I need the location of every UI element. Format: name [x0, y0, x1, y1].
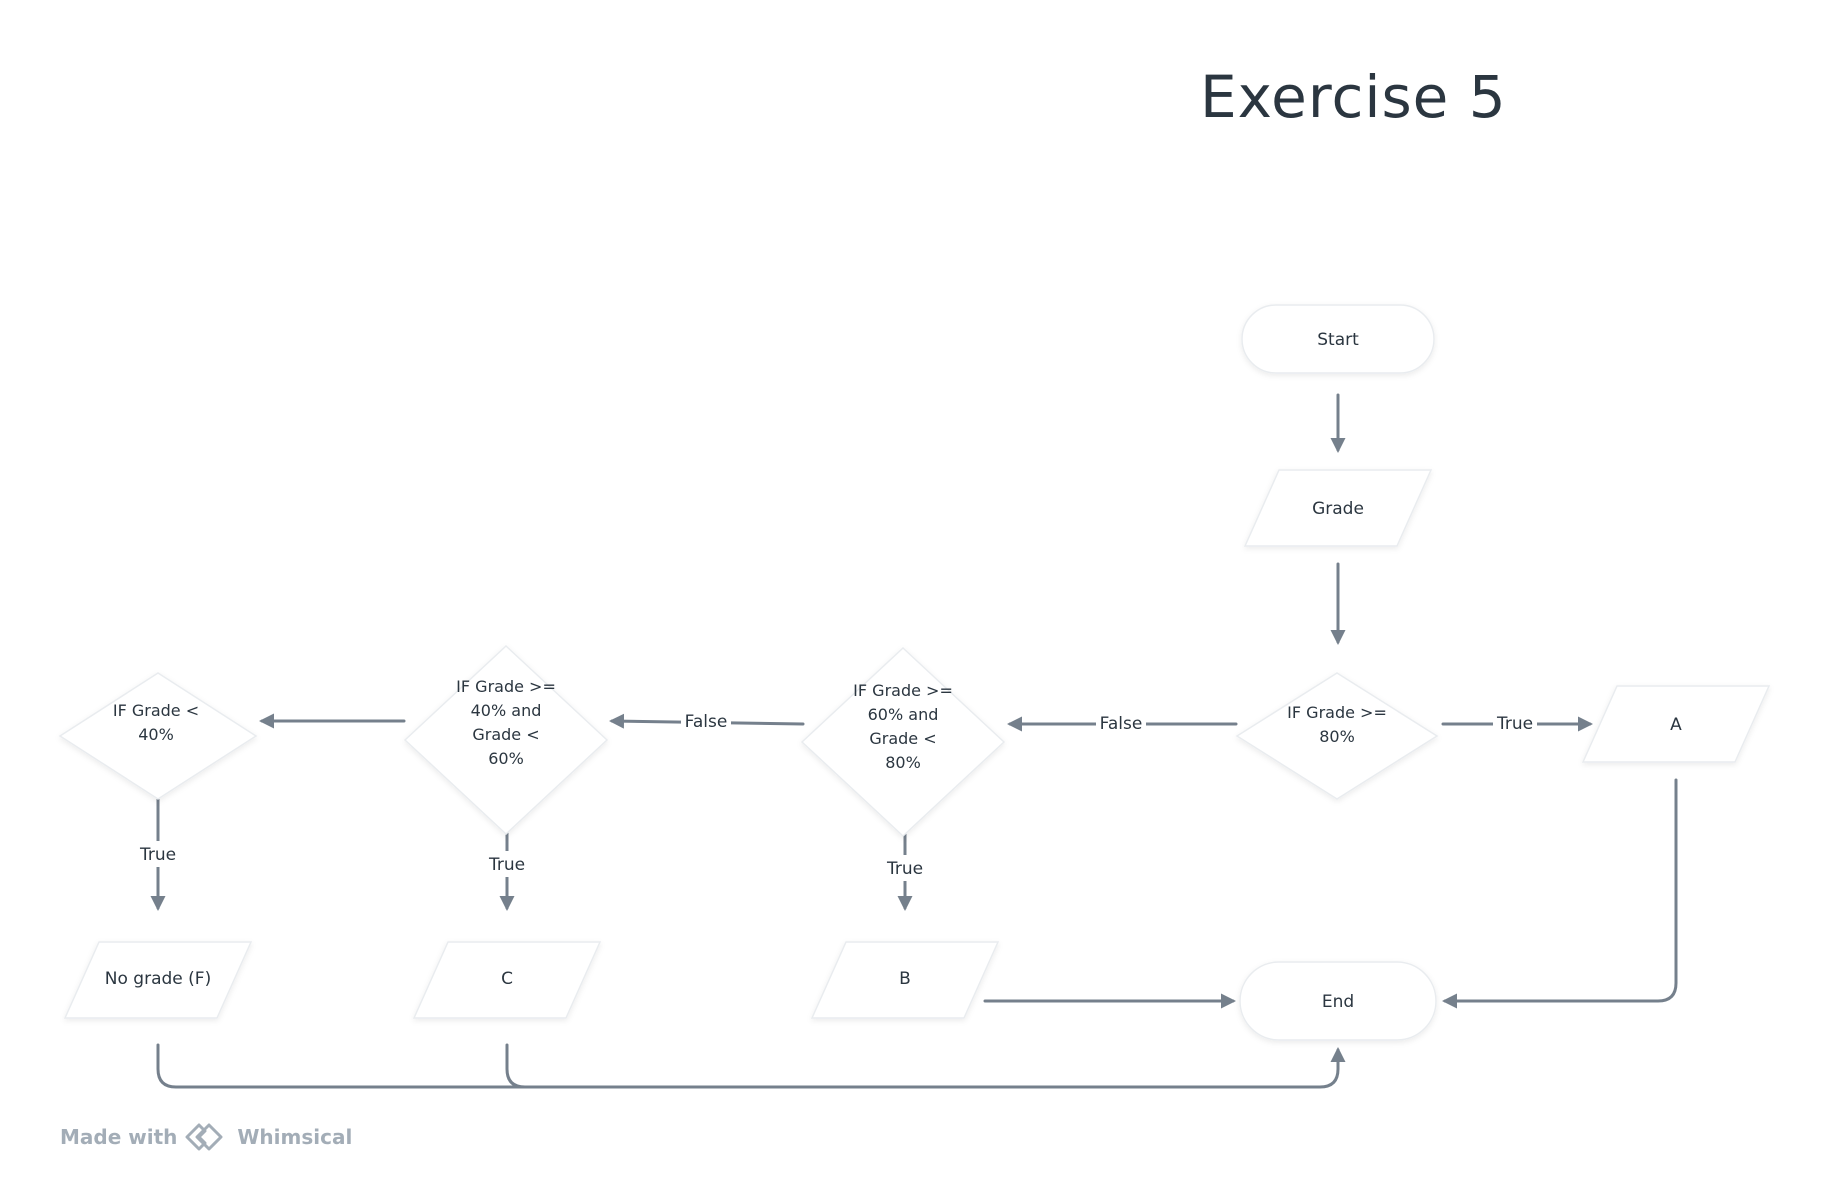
made-with-label: Made with	[60, 1125, 178, 1149]
edge-label-backdrop	[136, 841, 180, 867]
node-cond-60-80-shape[interactable]	[800, 646, 1006, 838]
node-f-shape[interactable]	[63, 941, 253, 1019]
node-cond-40-60-shape[interactable]	[403, 644, 609, 836]
edge-label-false-80: False	[1100, 714, 1143, 734]
made-with-whimsical-badge[interactable]: Made with Whimsical	[60, 1119, 352, 1155]
edge-label-backdrop	[1096, 710, 1146, 736]
node-cond-lt-40-shape[interactable]	[58, 672, 258, 800]
edge-label-backdrop	[681, 708, 731, 734]
node-f-label: No grade (F)	[105, 969, 211, 989]
edge-label-true-a: True	[1496, 714, 1533, 734]
edge-c-to-end	[505, 1043, 527, 1089]
diagram-title: Exercise 5	[1200, 63, 1507, 131]
edge-label-backdrop	[485, 851, 529, 877]
node-a-shape[interactable]	[1581, 685, 1771, 763]
node-grade-shape[interactable]	[1243, 469, 1433, 547]
node-cond-80-label: IF Grade >=80%	[1287, 703, 1387, 746]
node-b-label: B	[899, 969, 911, 989]
whimsical-logo-icon	[185, 1123, 223, 1151]
node-start-label: Start	[1317, 330, 1359, 350]
node-c-shape[interactable]	[412, 941, 602, 1019]
node-b-shape[interactable]	[810, 941, 1000, 1019]
edge-label-backdrop	[1493, 710, 1537, 736]
edge-label-true-f: True	[139, 845, 176, 865]
flowchart-shapes	[58, 304, 1771, 1041]
edge-label-backdrop	[883, 855, 927, 881]
edge-label-true-c: True	[488, 855, 525, 875]
node-end-label: End	[1322, 992, 1354, 1012]
edge-label-true-b: True	[886, 859, 923, 879]
edge-label-false-60: False	[685, 712, 728, 732]
node-c-label: C	[501, 969, 513, 989]
node-cond-lt-40-label: IF Grade <40%	[113, 701, 199, 744]
edge-a-to-end	[1442, 778, 1678, 1009]
whimsical-brand-label: Whimsical	[237, 1125, 353, 1149]
node-grade-label: Grade	[1312, 499, 1364, 519]
edge-f-to-end	[156, 1043, 1346, 1089]
node-end-shape[interactable]	[1239, 961, 1437, 1041]
node-start-shape[interactable]	[1241, 304, 1435, 374]
node-cond-80-shape[interactable]	[1235, 672, 1439, 800]
node-a-label: A	[1670, 715, 1682, 735]
